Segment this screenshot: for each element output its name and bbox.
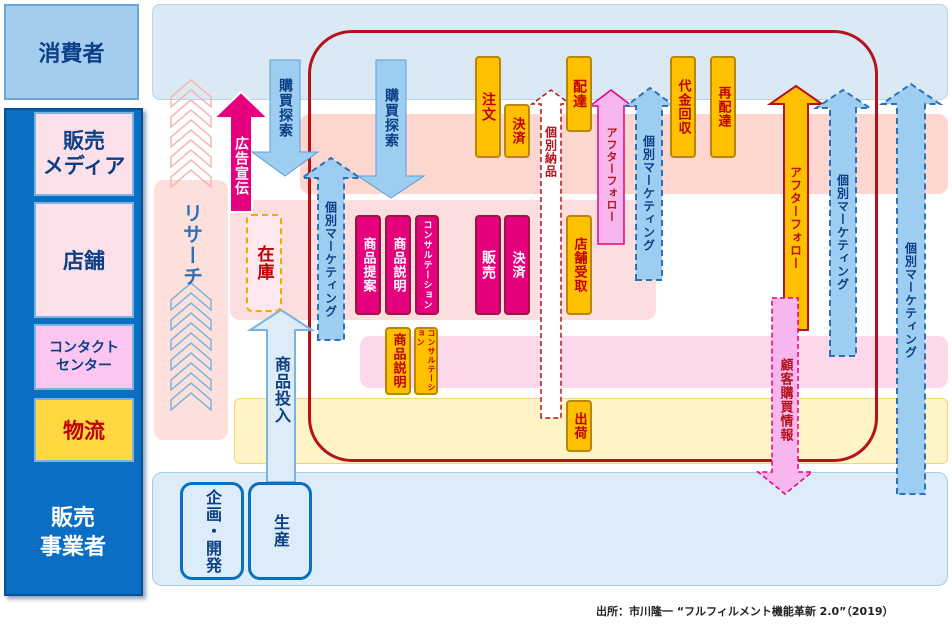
sales-media-label: 販売 メディア [34, 112, 134, 196]
inventory-box: 在庫 [246, 214, 282, 312]
contact-center-label: コンタクト センター [34, 324, 134, 390]
indiv-mkt-arrow-1 [298, 156, 364, 341]
consumer-label: 消費者 [4, 4, 139, 100]
indiv-mkt-label-1: 個別マーケティング [323, 200, 338, 318]
redelivery-box: 再配達 [710, 56, 736, 158]
customer-info-label: 顧客購買情報 [777, 358, 793, 442]
aftercare-arrow-1 [587, 89, 635, 245]
planning-box: 企画・開発 [180, 482, 244, 580]
search-label-2: 購買探索 [383, 88, 399, 148]
research-label: リサーチ [179, 203, 204, 287]
explain-box-2: 商品説明 [385, 327, 411, 395]
fulfillment-frame [308, 30, 878, 462]
sell-box: 販売 [475, 215, 501, 315]
store-pickup-box: 店舗受取 [566, 215, 592, 315]
indiv-mkt-label-4: 個別マーケティング [903, 241, 918, 359]
indiv-mkt-arrow-2 [623, 86, 677, 281]
customer-info-arrow [755, 297, 815, 495]
order-box: 注文 [475, 56, 501, 158]
production-box: 生産 [248, 482, 312, 580]
indiv-mkt-arrow-3 [812, 88, 874, 357]
store-label: 店舗 [34, 202, 134, 318]
proposal-box: 商品提案 [355, 215, 381, 315]
indiv-mkt-label-3: 個別マーケティング [835, 173, 850, 291]
indiv-delivery-label: 個別納品 [543, 126, 558, 178]
settle-box-1: 決済 [504, 104, 530, 158]
aftercare-label-2: アフターフォロー [788, 166, 803, 270]
aftercare-arrow-2 [766, 84, 826, 331]
aftercare-label-1: アフターフォロー [605, 127, 618, 223]
research-chevrons-blue [170, 282, 212, 412]
indiv-mkt-label-2: 個別マーケティング [641, 134, 656, 252]
ad-label: 広告宣伝 [233, 136, 249, 196]
settle-box-2: 決済 [504, 215, 530, 315]
consult-box-2: コンサルテーション [414, 327, 438, 395]
collect-box: 代金回収 [670, 56, 696, 158]
indiv-mkt-arrow-4 [878, 82, 944, 495]
source-caption: 出所：市川隆一 “フルフィルメント機能革新 2.0”（2019） [596, 605, 894, 618]
consult-box-1: コンサルテーション [415, 215, 439, 315]
seller-label: 販売 事業者 [39, 506, 106, 560]
indiv-delivery-arrow [529, 89, 573, 419]
search-arrow-2 [356, 59, 426, 199]
ad-arrow [211, 90, 271, 213]
delivery-box: 配達 [566, 56, 592, 132]
shipping-box: 出荷 [566, 400, 592, 452]
search-label-1: 購買探索 [277, 78, 293, 138]
product-input-arrow [246, 308, 316, 483]
research-chevrons [170, 79, 212, 189]
explain-box-1: 商品説明 [385, 215, 411, 315]
research-band [154, 180, 228, 440]
logistics-label: 物流 [34, 398, 134, 462]
search-arrow-1 [250, 59, 320, 177]
product-input-label: 商品投入 [272, 356, 291, 424]
